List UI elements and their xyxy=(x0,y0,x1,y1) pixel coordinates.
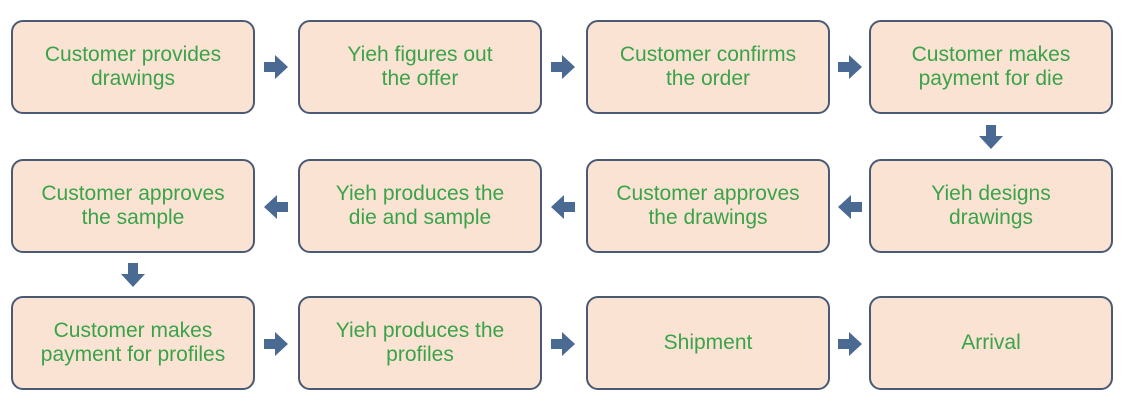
step-customer-payment-profiles: Customer makes payment for profiles xyxy=(11,296,255,390)
arrow-left-icon xyxy=(837,194,863,220)
step-label: Yieh figures out the offer xyxy=(347,43,493,90)
step-label: Customer provides drawings xyxy=(44,43,222,90)
step-label: Yieh produces the die and sample xyxy=(335,182,505,229)
step-label: Arrival xyxy=(961,331,1021,354)
step-arrival: Arrival xyxy=(869,296,1113,390)
arrow-right-icon xyxy=(837,54,863,80)
step-label: Customer approves the sample xyxy=(41,182,225,229)
arrow-left-icon xyxy=(263,194,289,220)
step-label: Customer approves the drawings xyxy=(616,182,800,229)
step-label: Shipment xyxy=(663,331,753,354)
step-customer-provides-drawings: Customer provides drawings xyxy=(11,20,255,114)
arrow-down-icon xyxy=(120,262,146,288)
step-customer-payment-die: Customer makes payment for die xyxy=(869,20,1113,114)
arrow-down-icon xyxy=(978,124,1004,150)
step-customer-approves-drawings: Customer approves the drawings xyxy=(586,159,830,253)
arrow-left-icon xyxy=(550,194,576,220)
arrow-right-icon xyxy=(263,331,289,357)
arrow-right-icon xyxy=(550,54,576,80)
step-yieh-produces-die-sample: Yieh produces the die and sample xyxy=(298,159,542,253)
step-customer-approves-sample: Customer approves the sample xyxy=(11,159,255,253)
arrow-right-icon xyxy=(837,331,863,357)
step-label: Yieh designs drawings xyxy=(931,182,1051,229)
step-customer-confirms-order: Customer confirms the order xyxy=(586,20,830,114)
arrow-right-icon xyxy=(263,54,289,80)
step-yieh-produces-profiles: Yieh produces the profiles xyxy=(298,296,542,390)
step-yieh-designs-drawings: Yieh designs drawings xyxy=(869,159,1113,253)
step-yieh-figures-out-offer: Yieh figures out the offer xyxy=(298,20,542,114)
arrow-right-icon xyxy=(550,331,576,357)
step-label: Yieh produces the profiles xyxy=(335,319,505,366)
step-label: Customer makes payment for die xyxy=(911,43,1071,90)
step-label: Customer makes payment for profiles xyxy=(40,319,226,366)
step-shipment: Shipment xyxy=(586,296,830,390)
step-label: Customer confirms the order xyxy=(619,43,797,90)
